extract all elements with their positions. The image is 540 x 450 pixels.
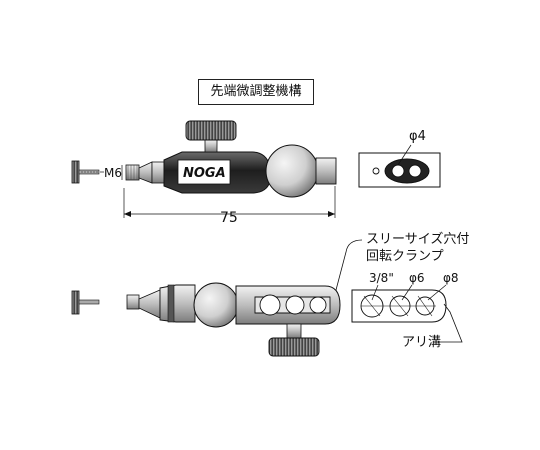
dovetail-label: アリ溝 <box>402 335 441 350</box>
adjust-knob-top <box>185 120 237 153</box>
clamp-label-line1: スリーサイズ穴付 <box>366 231 469 247</box>
length-label: 75 <box>220 210 238 226</box>
clamp-label-line2: 回転クランプ <box>366 249 444 264</box>
clamp-slots <box>254 294 331 316</box>
clamp-detail: 3/8" φ6 φ8 アリ溝 <box>351 271 463 350</box>
size-6-label: φ6 <box>409 271 425 285</box>
noga-logo: NOGA <box>177 159 231 185</box>
adjust-knob-bottom <box>268 323 320 357</box>
tip-screw <box>71 160 100 184</box>
ball-joint-2 <box>193 282 239 328</box>
clamp-end <box>315 157 337 185</box>
small-hole <box>372 167 380 175</box>
thread-dimension: M6 <box>100 165 123 180</box>
bottom-view: スリーサイズ穴付 回転クランプ 3/8" φ6 φ8 <box>71 231 469 357</box>
title-box: 先端微調整機構 <box>198 79 314 105</box>
thread-label: M6 <box>104 166 122 180</box>
cone-section <box>138 161 153 184</box>
thread-stub <box>125 164 140 181</box>
cone-section-2 <box>138 289 161 319</box>
size-38-label: 3/8" <box>369 271 394 285</box>
length-dimension: 75 <box>123 186 336 226</box>
tip-screw-2 <box>71 290 100 315</box>
size-8-label: φ8 <box>443 271 459 285</box>
logo-text: NOGA <box>183 166 226 181</box>
neck-section <box>151 161 165 184</box>
hole-label: φ4 <box>409 129 426 144</box>
thread-stub-2 <box>126 294 140 310</box>
main-body-2 <box>159 284 196 323</box>
ball-joint <box>265 144 319 198</box>
clamp-callout: スリーサイズ穴付 回転クランプ <box>335 231 469 291</box>
top-view: M6 NOGA <box>71 120 441 226</box>
end-plate: φ4 <box>358 129 441 188</box>
